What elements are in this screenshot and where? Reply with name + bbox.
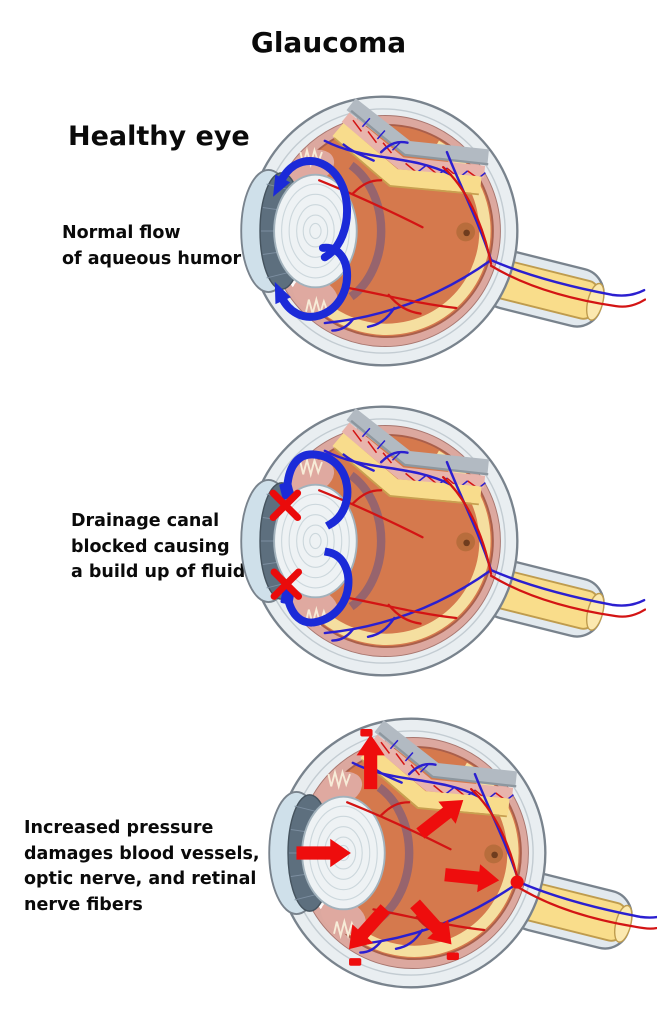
caption-line: Drainage canal — [71, 511, 220, 531]
healthy-eye-caption: Normal flow of aqueous humor — [62, 221, 241, 272]
healthy-eye-illustration — [214, 90, 646, 372]
blocked-flow-arrow-icon — [282, 450, 353, 627]
page-title: Glaucoma — [250, 26, 407, 59]
caption-line: Normal flow — [62, 223, 181, 243]
blocked-drainage-eye-illustration — [214, 400, 646, 682]
caption-line: damages blood vessels, — [24, 843, 260, 864]
aqueous-flow-arrow-icon — [276, 156, 352, 321]
blockage-x-icon — [269, 489, 303, 600]
caption-line: a build up of fluid — [71, 562, 246, 583]
caption-line: blocked causing — [71, 536, 230, 557]
caption-line: of aqueous humor — [62, 248, 242, 269]
increased-pressure-eye-illustration — [242, 712, 657, 994]
caption-line: nerve fibers — [24, 894, 143, 915]
caption-line: optic nerve, and retinal — [24, 869, 257, 890]
caption-line: Increased pressure — [24, 818, 214, 838]
retinal-damage-marks — [349, 729, 524, 966]
increased-pressure-caption: Increased pressure damages blood vessels… — [24, 816, 260, 918]
blocked-drainage-caption: Drainage canal blocked causing a build u… — [71, 509, 245, 586]
healthy-eye-heading: Healthy eye — [68, 121, 250, 152]
